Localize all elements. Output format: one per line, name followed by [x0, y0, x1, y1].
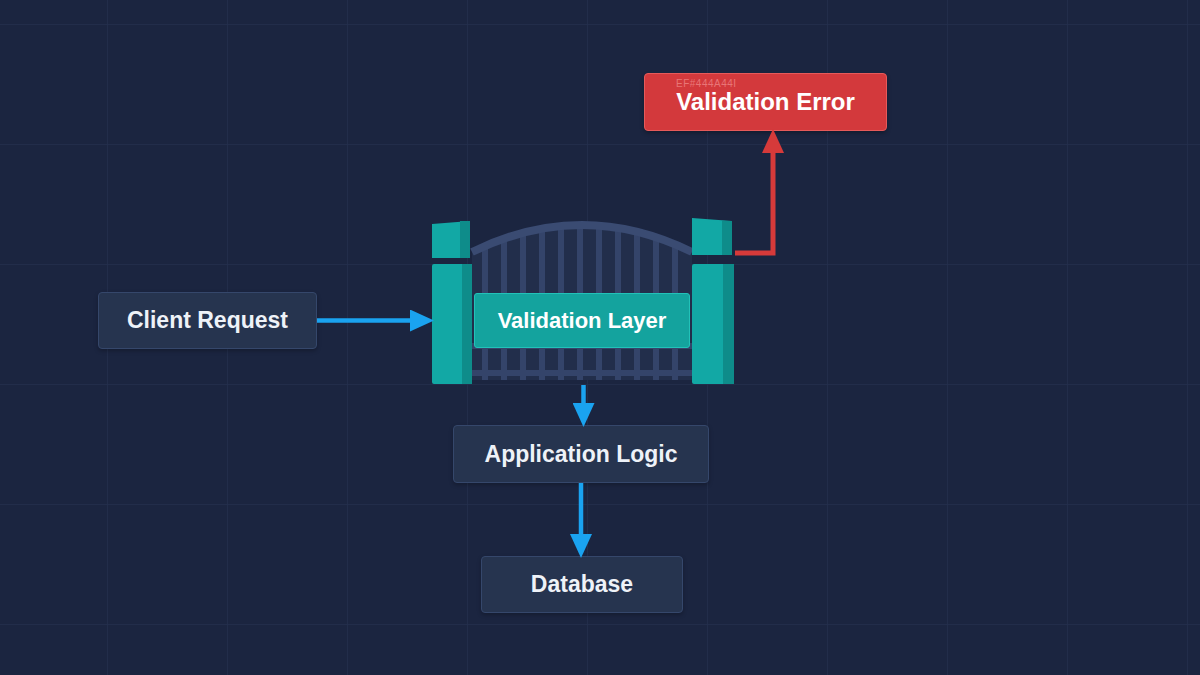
node-text: Validation Error — [676, 88, 855, 116]
gate-pillar — [432, 221, 472, 384]
process-box: Database — [481, 556, 683, 613]
gate-rail — [472, 370, 692, 376]
gate-arch — [472, 225, 692, 252]
node-text: Application Logic — [485, 441, 678, 468]
gate-pillar — [692, 218, 734, 384]
node-text: Database — [531, 571, 633, 598]
flow-arrow — [579, 483, 584, 540]
error-arrow — [735, 147, 773, 253]
flow-arrow — [317, 318, 416, 323]
flow-arrow — [581, 385, 586, 409]
validation-gate: Validation Layer — [432, 218, 735, 385]
process-box: Client Request — [98, 292, 317, 349]
process-box: Application Logic — [453, 425, 709, 483]
hex-note: EF#444A44I — [676, 78, 737, 89]
node-text: Validation Layer — [474, 293, 690, 348]
node-text: Client Request — [127, 307, 288, 334]
